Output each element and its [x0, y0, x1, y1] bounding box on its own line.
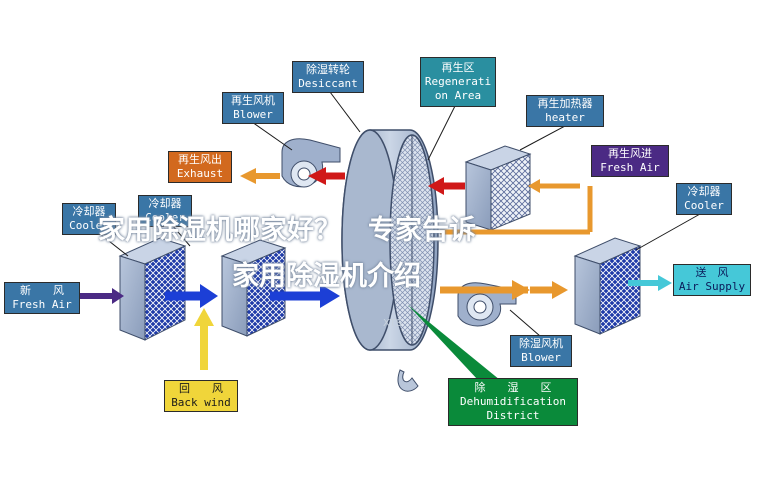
regen-heater [464, 145, 532, 231]
overlay-title-line-2: 家用除湿机介绍 [232, 261, 421, 292]
process-blower-fan [457, 282, 517, 327]
dehumidification-pointer [408, 305, 500, 380]
desiccant-wheel [341, 129, 439, 392]
airflow-arrows [80, 167, 672, 370]
overlay-title-line-1: 家用除湿机哪家好？ 专家告诉 [98, 215, 476, 246]
cooler-left-1 [118, 237, 187, 341]
cooler-left-2 [220, 239, 287, 337]
watermark: XTS [383, 318, 403, 329]
regen-blower-fan [281, 138, 341, 188]
cooler-right [573, 237, 642, 335]
leader-lines [99, 91, 701, 337]
